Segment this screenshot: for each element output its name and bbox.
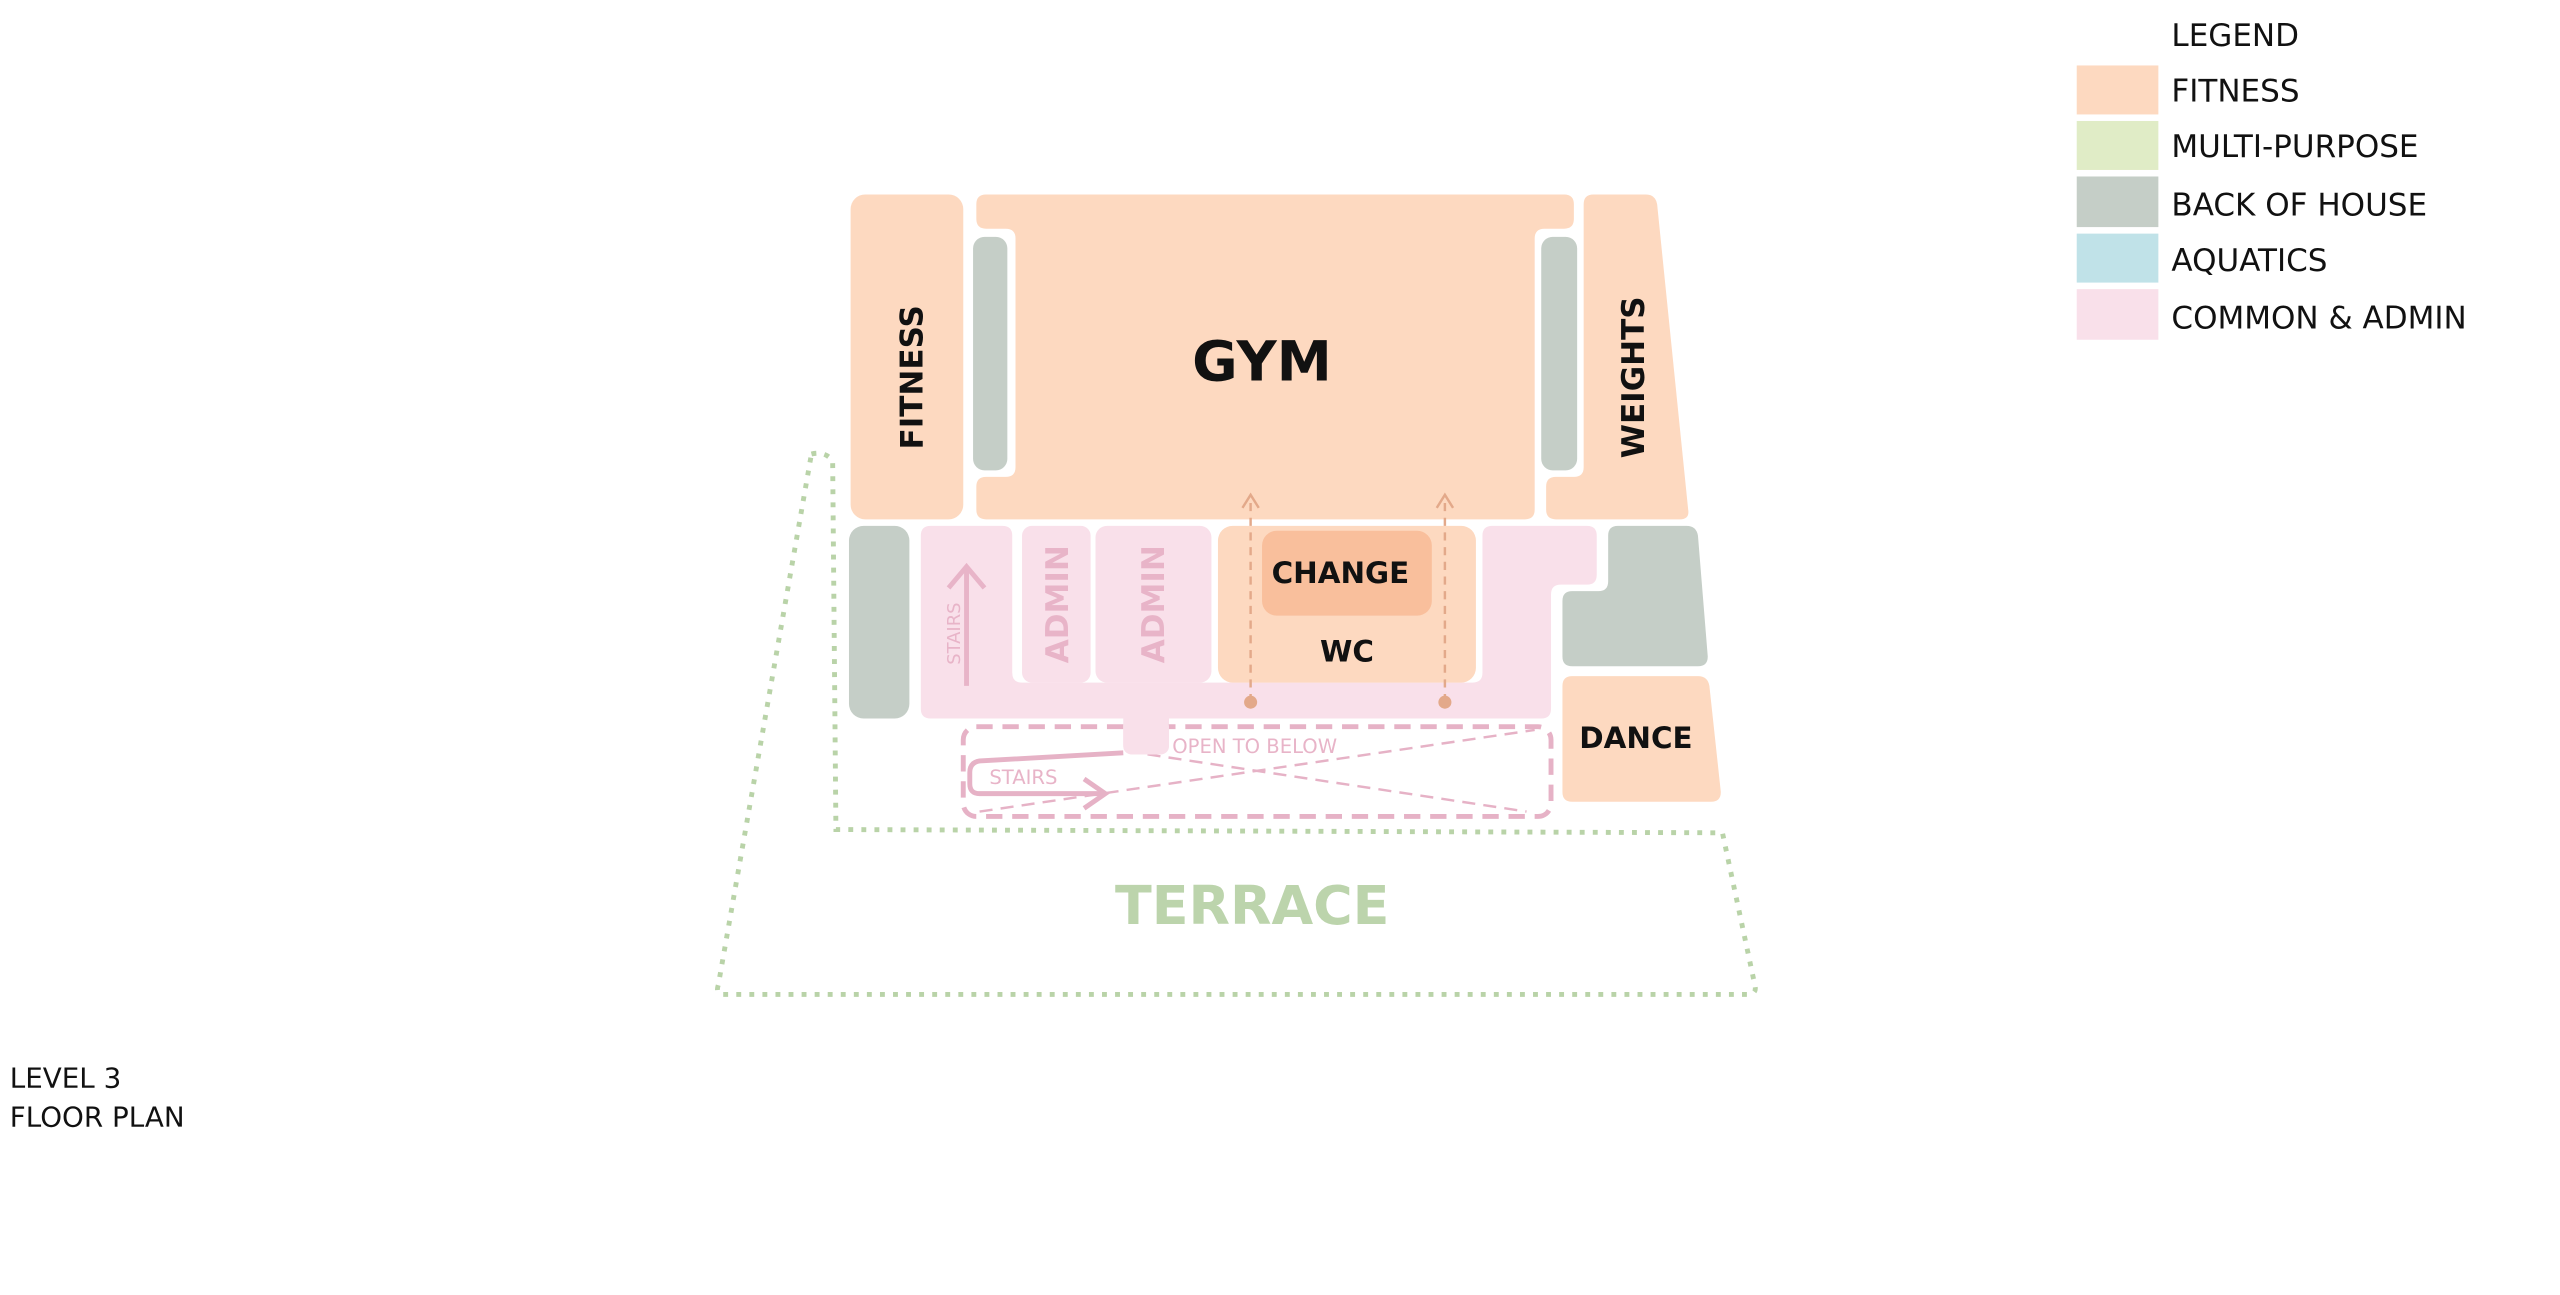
room-boh-right[interactable] <box>1562 525 1708 667</box>
plan-title-line1: LEVEL 3 <box>10 1061 121 1094</box>
stairs-up-arrow-icon <box>946 562 987 686</box>
legend-label: AQUATICS <box>2171 243 2327 279</box>
admin-2-label: ADMIN <box>1136 545 1172 663</box>
stairs-down-label: STAIRS <box>989 766 1057 789</box>
circulation-dot <box>1438 695 1452 709</box>
circulation-dot <box>1244 695 1258 709</box>
legend-swatch-common-admin <box>2076 289 2159 340</box>
room-boh-left[interactable] <box>848 525 910 719</box>
change-label: CHANGE <box>1272 556 1410 590</box>
legend-label: FITNESS <box>2171 73 2299 109</box>
room-common[interactable] <box>920 525 1597 755</box>
legend-swatch-aquatics <box>2076 233 2159 283</box>
boh-strip-right <box>1541 236 1578 471</box>
plan-title-line2: FLOOR PLAN <box>10 1101 185 1134</box>
room-fitness[interactable] <box>850 194 964 520</box>
legend-swatch-back-of-house <box>2076 176 2159 228</box>
room-weights[interactable] <box>1546 194 1689 520</box>
legend-label: BACK OF HOUSE <box>2171 188 2427 224</box>
gym-label: GYM <box>1192 330 1332 395</box>
open-to-below-area <box>960 724 1554 819</box>
stairs-down-arrow-icon <box>967 750 1124 811</box>
open-to-below-label: OPEN TO BELOW <box>1172 735 1337 758</box>
room-change[interactable] <box>1262 530 1432 616</box>
wc-label: WC <box>1320 634 1374 668</box>
fitness-label: FITNESS <box>894 305 930 449</box>
legend: LEGEND FITNESS MULTI-PURPOSE BACK OF HOU… <box>2076 18 2467 340</box>
legend-label: MULTI-PURPOSE <box>2171 129 2418 165</box>
circulation-arrow-icon <box>1241 492 1455 703</box>
terrace-label: TERRACE <box>1115 874 1389 937</box>
open-to-below-tab <box>1123 718 1169 755</box>
room-admin-1[interactable] <box>1022 525 1091 683</box>
terrace-outline <box>715 450 1758 997</box>
boh-strip-left <box>973 236 1008 471</box>
room-admin-2[interactable] <box>1095 525 1212 683</box>
weights-label: WEIGHTS <box>1616 296 1652 458</box>
legend-label: COMMON & ADMIN <box>2171 300 2466 336</box>
room-gym[interactable] <box>976 194 1574 520</box>
legend-heading: LEGEND <box>2171 18 2299 54</box>
legend-swatch-multi-purpose <box>2076 120 2159 170</box>
dance-label: DANCE <box>1579 721 1692 755</box>
room-dance[interactable] <box>1562 676 1721 802</box>
admin-1-label: ADMIN <box>1040 545 1076 663</box>
legend-swatch-fitness <box>2076 65 2159 115</box>
stairs-up-label: STAIRS <box>944 602 965 664</box>
